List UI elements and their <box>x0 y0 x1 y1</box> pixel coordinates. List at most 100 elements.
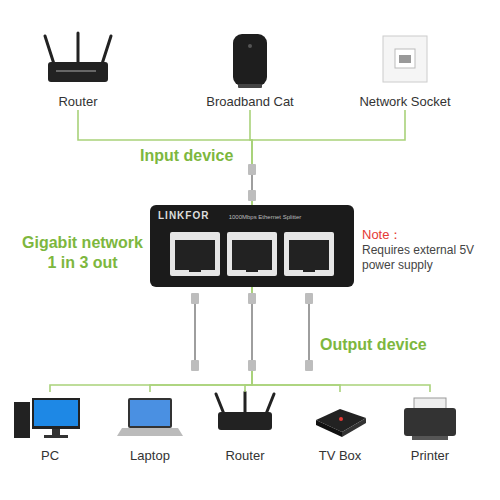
printer-tray <box>412 436 448 440</box>
laptop-lid <box>128 398 172 428</box>
cable-plug <box>305 360 313 371</box>
output-device: PC <box>10 392 90 464</box>
cable-plug <box>248 164 256 175</box>
router-leds <box>56 70 96 72</box>
ethernet-splitter: LINKFOR1000Mbps Ethernet Splitter <box>150 205 354 287</box>
ethernet-cable <box>191 293 199 371</box>
cable-plug <box>305 293 313 304</box>
modem-icon <box>233 34 267 88</box>
cable-wire <box>251 175 253 190</box>
connector-line <box>245 287 252 392</box>
cable-wire <box>194 304 196 360</box>
model-label: 1000Mbps Ethernet Splitter <box>210 214 320 220</box>
output-device: Laptop <box>110 392 190 464</box>
cable-wire <box>251 304 253 360</box>
monitor-screen <box>34 400 78 426</box>
laptop-icon <box>117 398 183 436</box>
device-label: Laptop <box>130 448 170 464</box>
feature-label: Gigabit network 1 in 3 out <box>20 233 145 273</box>
modem-body <box>233 34 267 86</box>
connector-group <box>78 110 252 205</box>
device-label: Router <box>225 448 264 464</box>
port-opening <box>232 240 272 270</box>
cable-plug <box>248 190 256 201</box>
router-icon <box>216 392 274 430</box>
router-icon <box>45 33 111 82</box>
brand-label: LINKFOR <box>158 210 209 221</box>
connector-line <box>78 110 252 205</box>
input-device: Broadband Cat <box>190 30 310 110</box>
port-notch <box>303 266 315 272</box>
connector-line <box>252 287 340 392</box>
antenna <box>77 33 80 64</box>
port-frame <box>170 232 220 276</box>
device-label: Network Socket <box>359 94 450 110</box>
port-opening <box>175 240 215 270</box>
ethernet-ports <box>170 232 334 276</box>
printer-paper <box>414 398 446 410</box>
section-label: Output device <box>320 336 460 354</box>
note-heading: Note： <box>362 226 492 244</box>
device-label: TV Box <box>319 448 362 464</box>
socket-jack <box>399 55 411 63</box>
laptop-base <box>117 428 183 436</box>
connector-line <box>50 287 252 392</box>
output-device: Printer <box>390 392 470 464</box>
ethernet-cable <box>248 293 256 371</box>
port-notch <box>189 266 201 272</box>
ethernet-cable <box>248 164 256 201</box>
wall-socket-icon <box>383 36 427 82</box>
connector-line <box>252 287 430 392</box>
device-label: Printer <box>411 448 449 464</box>
ethernet-cable <box>305 293 313 371</box>
connector-group <box>50 287 252 392</box>
connector-group <box>245 287 252 392</box>
printer-icon <box>404 398 456 440</box>
connector-group <box>252 110 405 205</box>
port-opening <box>289 240 329 270</box>
antenna <box>266 394 274 414</box>
connector-group <box>252 287 340 392</box>
antenna <box>216 394 224 414</box>
connector-line <box>252 110 405 205</box>
monitor-base <box>44 435 68 438</box>
router-body <box>48 62 108 82</box>
output-device: TV Box <box>300 392 380 464</box>
socket-frame <box>395 49 415 68</box>
modem-base <box>238 84 262 88</box>
pc-icon <box>14 398 80 438</box>
antenna <box>45 36 54 64</box>
tv-box-side <box>342 418 366 437</box>
monitor-stand <box>52 429 60 435</box>
device-label: PC <box>41 448 59 464</box>
cable-plug <box>248 360 256 371</box>
note-text: Requires external 5V power supply <box>362 243 494 273</box>
tv-box-body <box>316 409 366 432</box>
antenna <box>244 392 247 414</box>
tv-box-side <box>316 420 342 437</box>
connector-group <box>250 110 252 205</box>
cable-wire <box>308 304 310 360</box>
device-label: Broadband Cat <box>206 94 293 110</box>
port-notch <box>246 266 258 272</box>
router-body <box>218 412 272 430</box>
connector-group <box>252 287 430 392</box>
cable-plug <box>191 360 199 371</box>
laptop-screen <box>130 400 170 426</box>
input-device: Router <box>28 30 128 110</box>
connector-line <box>250 110 252 205</box>
socket-plate <box>383 36 427 82</box>
port-frame <box>227 232 277 276</box>
connector-line <box>150 287 252 392</box>
pc-tower <box>14 402 30 438</box>
monitor-frame <box>32 398 80 429</box>
antenna <box>102 36 111 64</box>
device-label: Router <box>58 94 97 110</box>
section-label: Input device <box>140 147 250 165</box>
tv-box-led <box>339 417 343 421</box>
port-frame <box>284 232 334 276</box>
